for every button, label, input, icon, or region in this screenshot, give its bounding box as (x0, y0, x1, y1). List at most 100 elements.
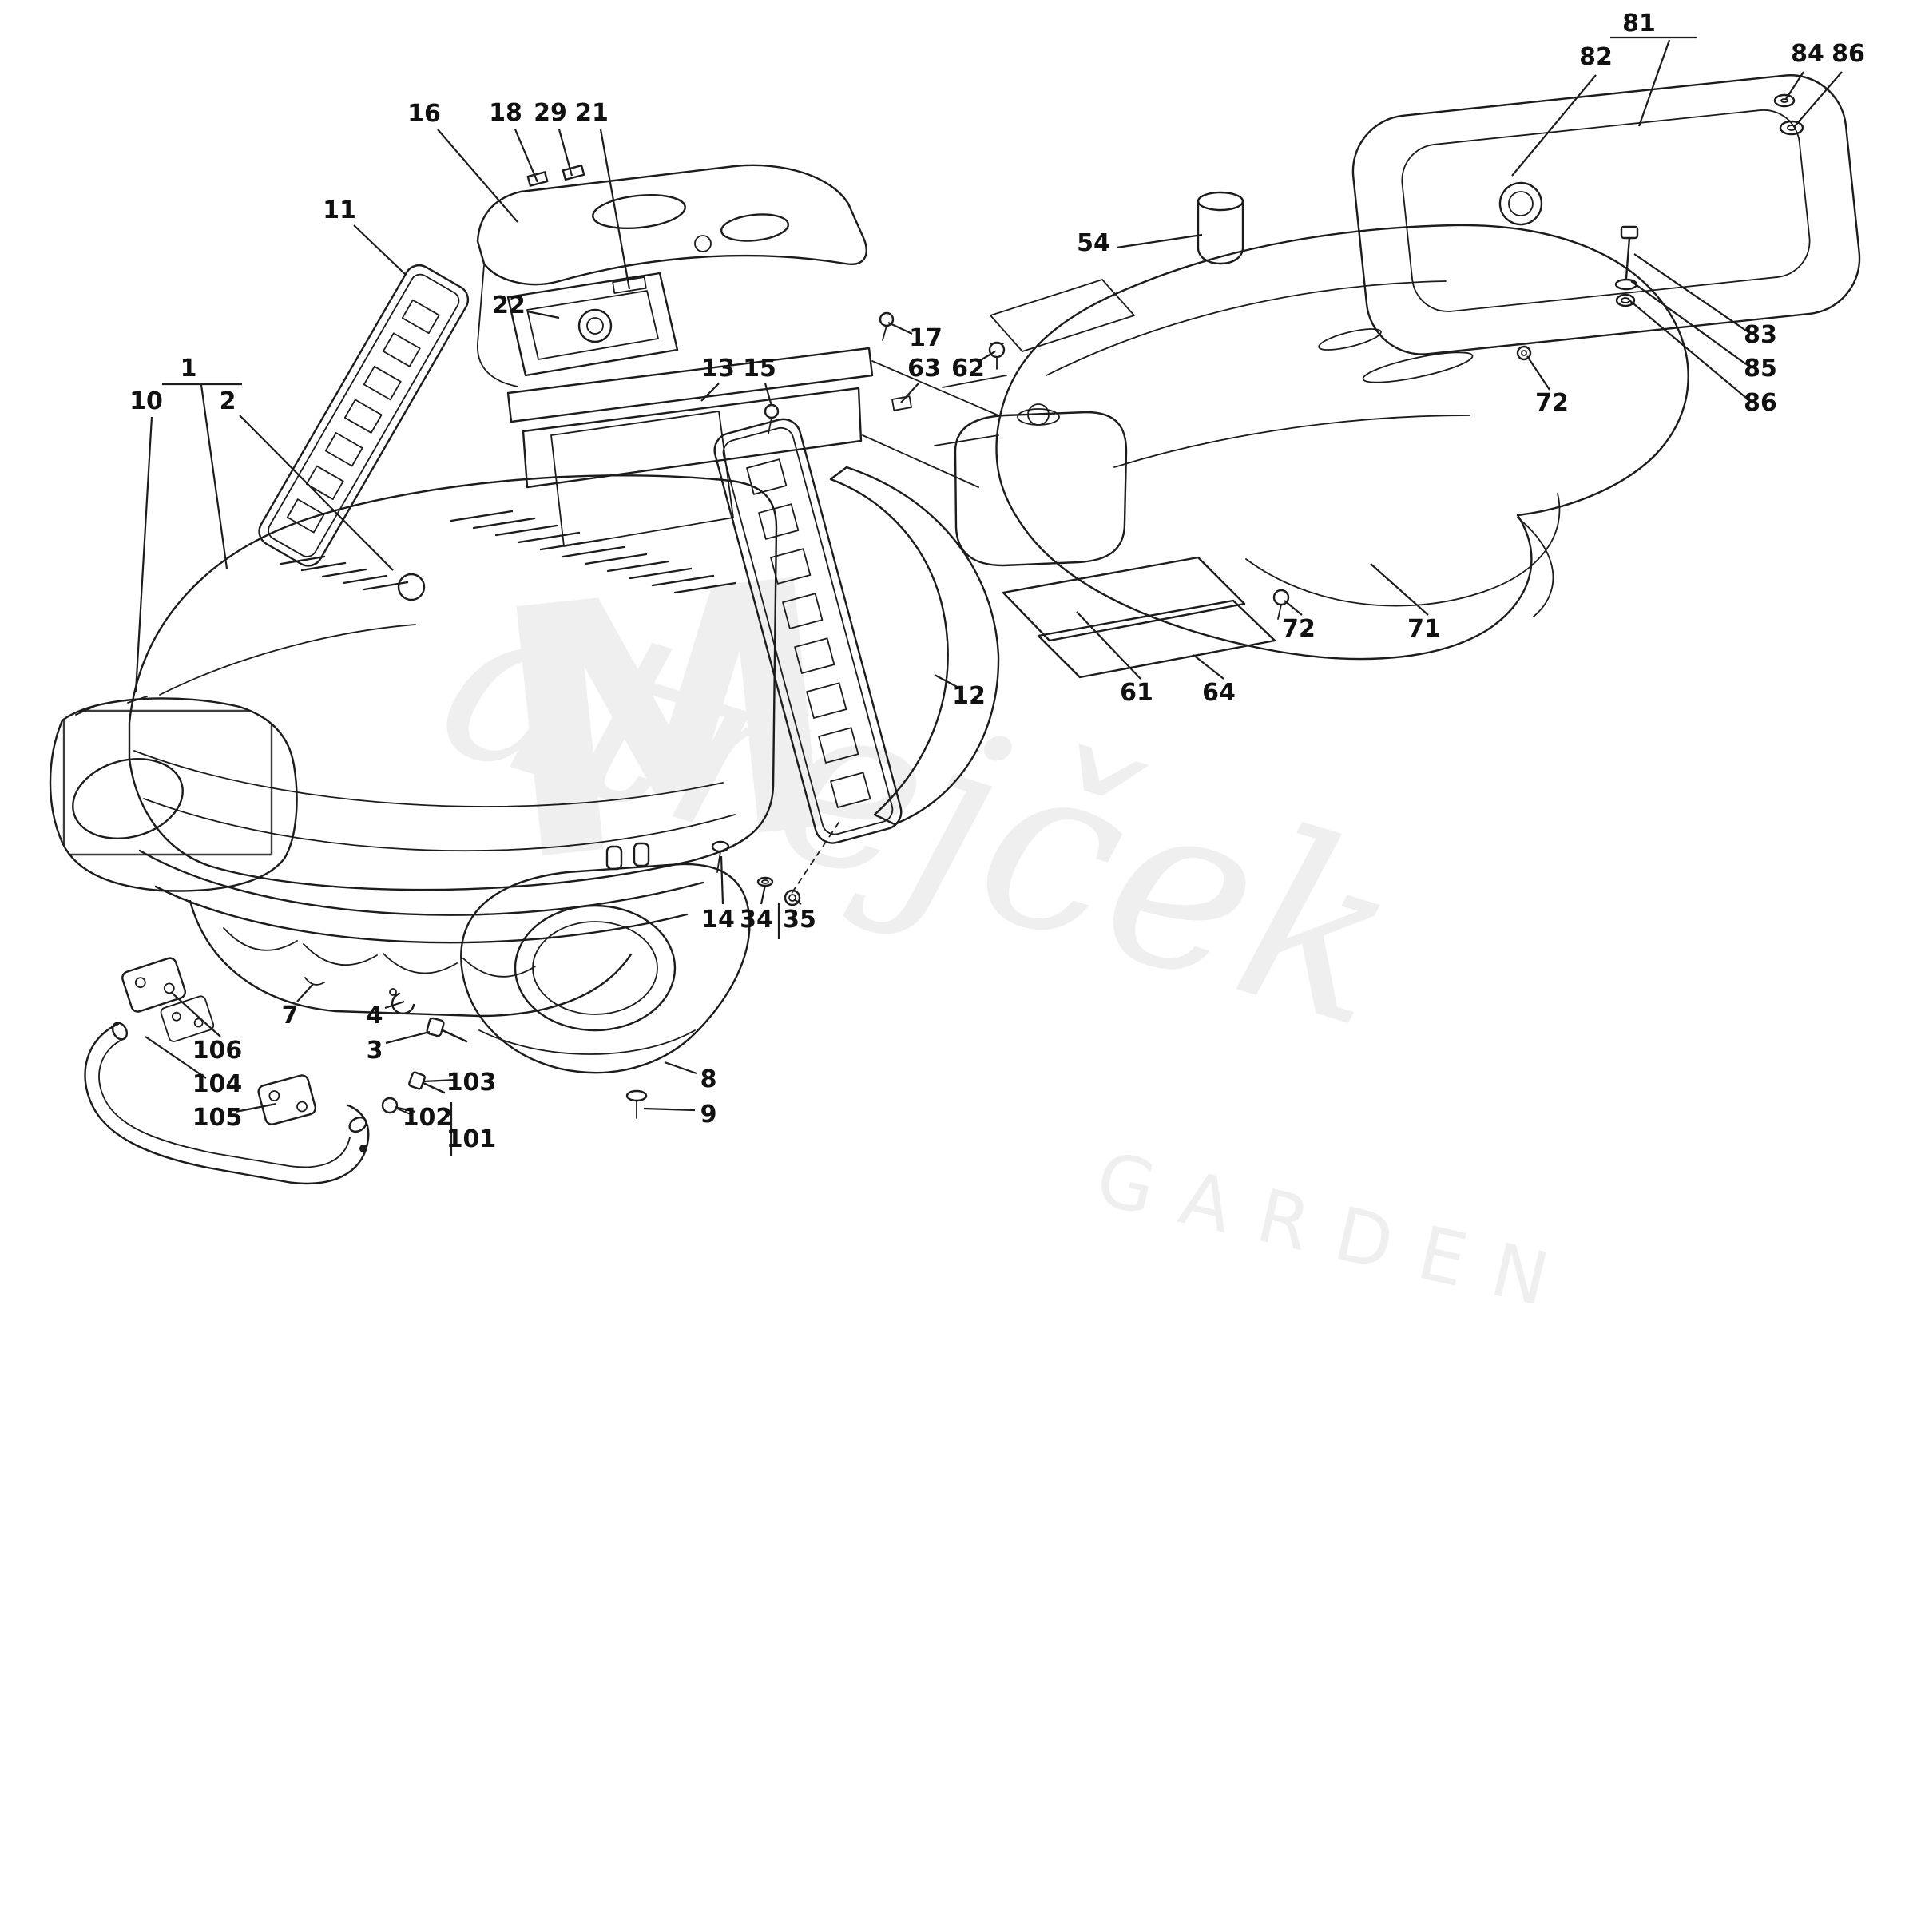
leader-line-18 (514, 129, 539, 183)
bracket-106 (121, 957, 186, 1013)
leader-line-16 (437, 129, 518, 223)
part-label-103: 103 (446, 1069, 497, 1097)
instrument-console-22 (506, 272, 679, 377)
leader-line-35 (793, 899, 802, 905)
leader-line-103 (423, 1078, 458, 1083)
leader-line-72 (1284, 600, 1303, 616)
leader-line-17 (887, 322, 913, 335)
leader-line-34 (760, 884, 767, 905)
part-label-12: 12 (952, 682, 986, 710)
leader-line-8 (664, 1061, 697, 1075)
part-label-15: 15 (743, 355, 776, 383)
leader-line-29 (558, 129, 573, 177)
part-label-64: 64 (1202, 679, 1236, 707)
leader-line-71 (1370, 563, 1429, 616)
side-panel-11 (258, 264, 470, 567)
part-label-9: 9 (700, 1101, 717, 1129)
leader-line-81 (1637, 39, 1671, 127)
part-label-13: 13 (701, 355, 735, 383)
footboard-mat-64 (1037, 599, 1276, 679)
part-label-82: 82 (1579, 43, 1613, 71)
valve-62 (988, 341, 1006, 370)
underpan-notch (304, 977, 325, 986)
bumper-tube-104 (84, 1022, 370, 1185)
leader-line-72 (1526, 355, 1550, 391)
support-frame (506, 311, 1006, 547)
dash-top-panel (476, 164, 867, 286)
part-label-7: 7 (281, 1002, 299, 1029)
part-label-85: 85 (1744, 355, 1777, 383)
part-label-83: 83 (1744, 321, 1777, 349)
part-label-63: 63 (907, 355, 941, 383)
leader-lines (134, 36, 1843, 1156)
leader-line-63 (900, 383, 919, 403)
panel-12-wing (829, 466, 1000, 826)
leader-line-14 (720, 855, 724, 905)
leader-line-12 (934, 674, 961, 689)
panel-11-slots (286, 299, 440, 534)
part-label-18: 18 (489, 99, 522, 127)
part-label-35: 35 (783, 906, 816, 934)
part-label-81: 81 (1622, 10, 1656, 38)
leader-line-11 (353, 224, 407, 276)
part-label-101: 101 (446, 1125, 497, 1153)
part-label-21: 21 (575, 99, 609, 127)
leader-line-104 (145, 1036, 207, 1079)
screw-102 (381, 1097, 413, 1116)
leader-line-22 (526, 310, 560, 319)
leader-line-84 (1785, 71, 1804, 100)
bolt-103 (408, 1071, 446, 1094)
leader-line-82 (1511, 74, 1597, 177)
leader-line-54 (1116, 233, 1203, 249)
part-label-106: 106 (192, 1037, 243, 1065)
seat-plate-81 (1351, 74, 1861, 355)
clip-29 (562, 164, 585, 181)
watermark-caption: GARDEN (1089, 1136, 1584, 1329)
hole-72 (1516, 345, 1532, 361)
part-label-14: 14 (701, 906, 735, 934)
panel-12-slots (746, 458, 871, 808)
leader-line-102 (394, 1105, 416, 1113)
hood-shell (128, 474, 778, 891)
bowl-pegs (605, 842, 650, 871)
leader-line-85 (1630, 280, 1747, 365)
bolt-3 (426, 1017, 468, 1043)
leader-line-105 (235, 1102, 277, 1113)
leader-line-62 (978, 351, 996, 362)
part-label-86: 86 (1832, 40, 1865, 68)
leader-line-10 (134, 416, 153, 692)
screw-9 (625, 1089, 648, 1119)
part-label-22: 22 (492, 292, 526, 319)
part-label-10: 10 (129, 387, 163, 415)
hood-emblem (397, 573, 426, 601)
leader-line-1 (200, 384, 228, 569)
leader-line-106 (170, 991, 221, 1037)
hood-louvers-small (280, 555, 409, 591)
rear-fender-shell (995, 224, 1689, 661)
hood-underpan (138, 849, 704, 1018)
bowl-8 (460, 842, 751, 1119)
part-label-102: 102 (402, 1104, 453, 1132)
bracket-63 (891, 395, 912, 411)
part-label-72: 72 (1535, 389, 1569, 417)
leader-line-13 (700, 383, 720, 402)
leader-line-2 (239, 415, 394, 571)
fuel-tank (954, 403, 1128, 567)
part-label-1: 1 (180, 355, 197, 383)
part-label-71: 71 (1407, 615, 1441, 643)
leader-line-61 (1076, 611, 1141, 680)
part-label-54: 54 (1077, 229, 1110, 257)
bumper-group (84, 957, 468, 1185)
side-panel-12 (713, 418, 1000, 895)
part-label-72: 72 (1282, 615, 1316, 643)
part-label-3: 3 (366, 1037, 383, 1065)
part-label-17: 17 (909, 324, 943, 352)
part-label-29: 29 (534, 99, 567, 127)
leader-line-7 (296, 983, 314, 1002)
part-label-4: 4 (366, 1002, 383, 1029)
part-label-16: 16 (407, 100, 441, 128)
dot-101 (359, 1145, 367, 1152)
clip-4 (389, 988, 415, 1014)
screw-17 (879, 311, 895, 341)
